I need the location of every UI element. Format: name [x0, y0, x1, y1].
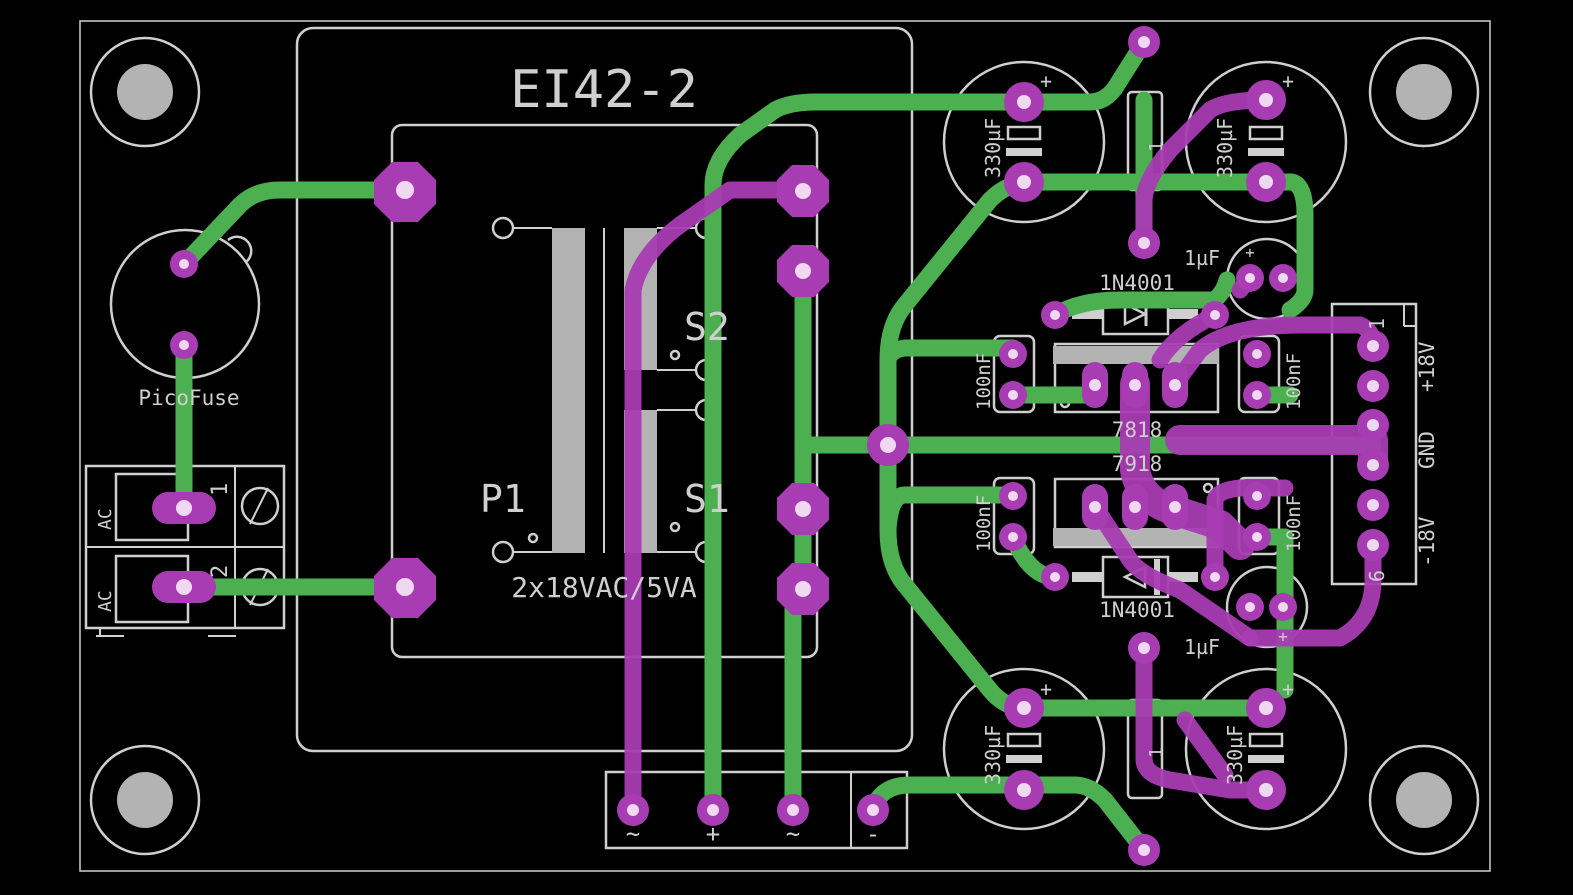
- mounting-holes: [89, 36, 1480, 856]
- fuse-label: PicoFuse: [138, 386, 239, 410]
- transformer-rating-label: 2x18VAC/5VA: [511, 571, 697, 604]
- conn-ac2-label: ~: [786, 820, 800, 848]
- transformer-footprint: [295, 26, 914, 753]
- plus-mark-3: +: [1040, 677, 1052, 701]
- out-gnd-label: GND: [1415, 431, 1439, 469]
- cap330-3-label: 330µF: [981, 725, 1005, 785]
- plus-mark-1: +: [1040, 69, 1052, 93]
- out-pin6-label: 6: [1365, 570, 1389, 582]
- cap100n-2-label: 100nF: [1283, 353, 1305, 410]
- diode-bot-label: 1N4001: [1099, 598, 1175, 622]
- secondary1-label: S1: [684, 477, 730, 521]
- plus-mark-6: +: [1278, 627, 1288, 646]
- plus-mark-5: +: [1245, 243, 1255, 262]
- plus-mark-4: +: [1282, 677, 1294, 701]
- conn-ac1-label: ~: [626, 820, 640, 848]
- term1-label: 1: [208, 483, 233, 496]
- conn-minus-label: -: [866, 820, 880, 848]
- plus-mark-2: +: [1282, 69, 1294, 93]
- out-pin1-label: 1: [1365, 318, 1389, 330]
- cap330-2-label: 330µF: [1213, 118, 1237, 178]
- cap1u-top-label: 1µF: [1184, 246, 1220, 270]
- reg-pos-label: 7818: [1112, 418, 1163, 442]
- transformer-pads: [374, 162, 829, 618]
- secondary2-label: S2: [684, 305, 730, 349]
- transformer-label: EI42-2: [510, 60, 698, 120]
- term2-label: 2: [208, 565, 233, 578]
- round-pads: [152, 26, 1389, 866]
- primary-label: P1: [480, 477, 526, 521]
- board-outline: [79, 20, 1491, 872]
- cap1u-bot-label: 1µF: [1184, 635, 1220, 659]
- out-pos-label: +18V: [1415, 341, 1439, 392]
- reg-neg-label: 7918: [1112, 452, 1163, 476]
- cap330-4-label: 330µF: [1223, 725, 1247, 785]
- out-neg-label: -18V: [1415, 516, 1439, 567]
- input-connector: [604, 770, 909, 850]
- cap100n-4-label: 100nF: [1283, 495, 1305, 552]
- res-top-label: 1: [1146, 141, 1167, 152]
- ac2-label: AC: [95, 590, 116, 612]
- conn-plus-label: +: [706, 820, 720, 848]
- cap100n-1-label: 100nF: [973, 353, 995, 410]
- cap330-1-label: 330µF: [981, 118, 1005, 178]
- cap100n-3-label: 100nF: [973, 495, 995, 552]
- diode-top-label: 1N4001: [1099, 271, 1175, 295]
- res-bot-label: 1: [1146, 747, 1167, 758]
- ac1-label: AC: [95, 508, 116, 530]
